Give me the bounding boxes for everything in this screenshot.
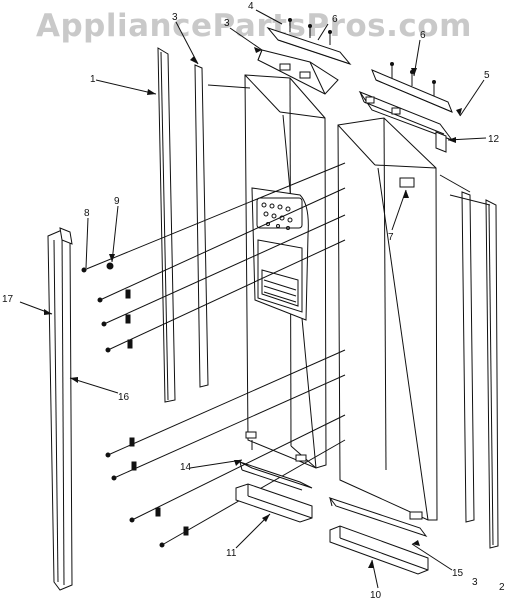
callout-12: 12 bbox=[488, 134, 500, 145]
callout-15: 15 bbox=[452, 568, 464, 579]
part-11-bracket bbox=[235, 483, 313, 523]
callout-3-top-left: 3 bbox=[172, 12, 178, 23]
part-12-bracket bbox=[435, 131, 447, 153]
callout-6-top: 6 bbox=[332, 14, 338, 25]
callout-9: 9 bbox=[114, 196, 120, 207]
right-door bbox=[337, 117, 438, 521]
callout-11: 11 bbox=[226, 548, 237, 559]
callout-2: 2 bbox=[499, 582, 505, 593]
callout-4: 4 bbox=[248, 1, 254, 12]
callout-17: 17 bbox=[2, 294, 14, 305]
hardware-screws-lower bbox=[105, 349, 346, 548]
part-3-strip-right bbox=[461, 191, 475, 523]
part-5-top-cap-right bbox=[358, 90, 454, 142]
callout-arrowheads bbox=[44, 47, 462, 568]
callout-7: 7 bbox=[388, 232, 394, 243]
part-1-gasket bbox=[157, 47, 176, 403]
callout-3-bottom-right: 3 bbox=[472, 577, 478, 588]
part-15-plate bbox=[328, 497, 428, 537]
callout-leaders bbox=[19, 9, 487, 589]
callout-14: 14 bbox=[180, 462, 192, 473]
callout-3-top: 3 bbox=[224, 18, 230, 29]
part-2-gasket-right bbox=[485, 199, 499, 549]
watermark-text: AppliancePartsPros.com bbox=[36, 8, 472, 44]
part-17-handle bbox=[47, 227, 73, 591]
hardware-screws-upper bbox=[81, 162, 346, 353]
callout-6-right: 6 bbox=[420, 30, 426, 41]
part-4-trim bbox=[266, 18, 352, 66]
dispenser-unit bbox=[251, 187, 309, 321]
callout-10: 10 bbox=[370, 590, 382, 600]
alignment-lines bbox=[207, 84, 491, 206]
part-10-bracket bbox=[329, 525, 429, 575]
callout-16: 16 bbox=[118, 392, 130, 403]
part-3-strip-left bbox=[194, 64, 209, 388]
callout-1: 1 bbox=[90, 74, 96, 85]
callout-8: 8 bbox=[84, 208, 90, 219]
part-14-plate bbox=[239, 461, 313, 491]
callout-5: 5 bbox=[484, 70, 490, 81]
part-3-top-cap bbox=[257, 49, 339, 95]
